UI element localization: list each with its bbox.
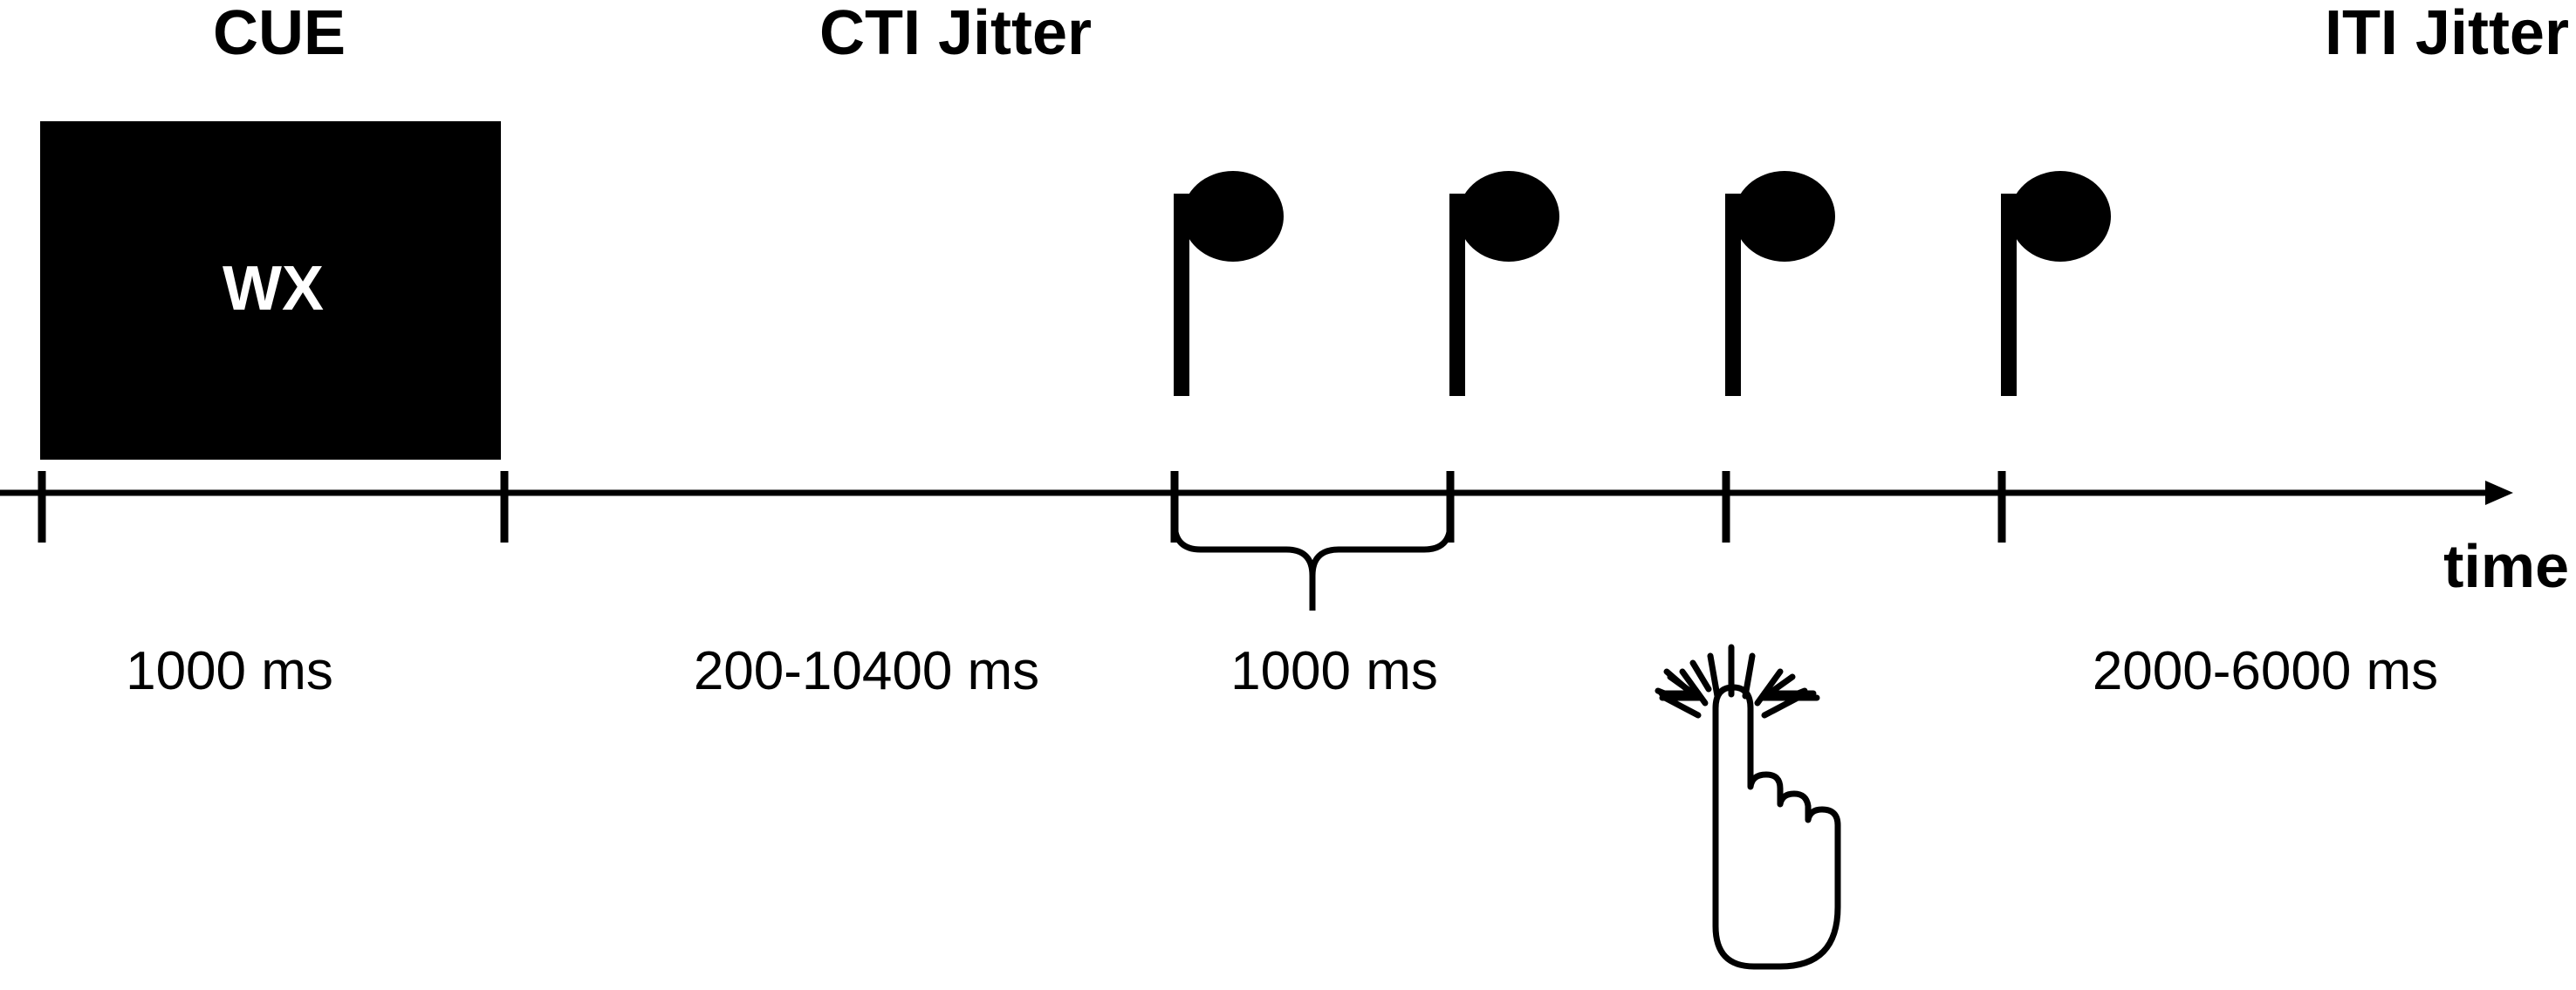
cue-box-text: WX <box>223 254 324 324</box>
eighth-note-icon <box>1449 171 1559 396</box>
iti-duration-label: 2000-6000 ms <box>2093 641 2438 701</box>
axis-ticks <box>38 471 2006 543</box>
eighth-note-icon <box>1174 171 1284 396</box>
interval-brace <box>1171 493 1454 611</box>
cue-phase-label: CUE <box>213 0 346 68</box>
finger-press-icon <box>1655 644 1841 970</box>
eighth-note-icon <box>1725 171 1835 396</box>
iti-phase-label: ITI Jitter <box>2325 0 2569 68</box>
cue-duration-label: 1000 ms <box>126 641 333 701</box>
cti-duration-label: 200-10400 ms <box>694 641 1039 701</box>
tone-interval-duration-label: 1000 ms <box>1230 641 1438 701</box>
time-axis <box>0 481 2513 505</box>
cue-box: WX <box>40 121 501 460</box>
time-axis-label: time <box>2443 532 2569 600</box>
cti-phase-label: CTI Jitter <box>819 0 1092 68</box>
eighth-note-icon <box>2001 171 2111 396</box>
